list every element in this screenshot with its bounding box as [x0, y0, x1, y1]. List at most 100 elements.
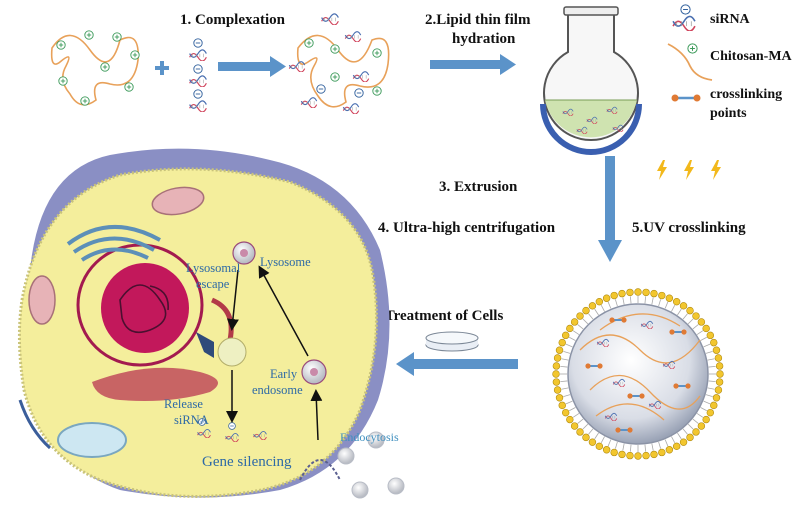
lipid-head: [642, 288, 650, 297]
lipid-tail: [700, 336, 707, 341]
lipid-tail: [600, 436, 605, 443]
lipid-tail: [703, 400, 711, 405]
label-early: Early: [270, 367, 298, 381]
lipid-head: [618, 450, 626, 459]
lipid-tail: [588, 428, 594, 435]
lipid-head: [712, 394, 721, 402]
petri-dish-icon: [425, 331, 479, 352]
arrow-hydration: [430, 54, 516, 75]
lipid-head: [588, 438, 597, 446]
label-release: Release: [164, 397, 203, 411]
lipid-head: [555, 346, 564, 354]
lipid-head: [672, 297, 681, 306]
free-sirna-group: [188, 38, 208, 112]
lipid-tail: [651, 297, 654, 305]
lipid-head: [561, 408, 570, 417]
lipid-tail: [664, 439, 669, 447]
step-hydration-line2: hydration: [452, 31, 516, 47]
arrow-complexation: [218, 56, 286, 77]
label-gene-silencing: Gene silencing: [202, 454, 292, 470]
lipid-head: [650, 450, 658, 459]
legend-crosslink-line2: points: [710, 106, 747, 121]
lipid-tail: [707, 387, 715, 390]
lipid-head: [552, 362, 561, 370]
lipid-tail: [614, 299, 618, 307]
lipid-head: [626, 451, 634, 460]
lipid-head: [570, 318, 579, 326]
lipid-tail: [664, 301, 669, 309]
lipid-head: [686, 433, 694, 442]
lipid-head: [702, 324, 710, 333]
lipid-head: [610, 291, 618, 300]
lipid-head: [595, 297, 604, 306]
lipid-head: [552, 378, 561, 386]
lightning-icon: [657, 160, 721, 180]
label-endocytosis: Endocytosis: [340, 430, 399, 444]
lipid-head: [712, 346, 721, 354]
lipid-tail: [671, 436, 676, 443]
lipid-tail: [644, 296, 647, 304]
lipid-tail: [677, 432, 682, 440]
lipid-head: [697, 318, 706, 326]
lipid-head: [697, 422, 706, 430]
lipid-head: [582, 433, 590, 442]
lipid-head: [692, 312, 700, 320]
lipid-head: [658, 291, 666, 300]
lipid-head: [672, 442, 681, 451]
lipid-tail: [692, 324, 699, 330]
step-complexation: 1. Complexation: [180, 12, 286, 28]
lipid-head: [714, 354, 723, 362]
lipid-head: [555, 394, 564, 402]
lipid-head: [710, 401, 718, 410]
lipid-head: [566, 415, 574, 424]
lipid-head: [634, 288, 642, 296]
plus-icon: [155, 61, 169, 75]
lipid-tail: [629, 444, 632, 452]
lipid-head: [602, 294, 611, 302]
lipid-head: [706, 331, 715, 340]
lipid-tail: [687, 318, 694, 325]
lipid-tail: [705, 350, 713, 354]
lipid-tail: [561, 387, 569, 390]
legend-sirna: siRNA: [710, 12, 751, 27]
lipid-tail: [700, 407, 707, 412]
legend-crosslink-line1: crosslinking: [710, 87, 782, 102]
lipid-tail: [569, 407, 576, 412]
lipid-tail: [658, 299, 662, 307]
lipid-head: [702, 415, 710, 424]
lipid-head: [679, 302, 688, 310]
lipid-head: [679, 438, 688, 446]
lipid-head: [710, 338, 718, 347]
lipid-tail: [563, 350, 571, 354]
lipid-tail: [682, 313, 688, 320]
lipid-tail: [600, 305, 605, 312]
lipid-head: [642, 451, 650, 460]
label-lysosome: Lysosome: [260, 255, 311, 269]
lipid-head: [553, 386, 562, 394]
lipid-tail: [572, 330, 580, 335]
label-release-sirna: siRNA: [174, 413, 209, 427]
lipid-tail: [629, 296, 632, 304]
chitosan-polymer: [50, 30, 140, 106]
lipid-head: [602, 446, 611, 454]
lipid-tail: [682, 428, 688, 435]
step-hydration-line1: 2.Lipid thin film: [425, 12, 531, 28]
lipid-head: [552, 370, 560, 378]
lipid-tail: [622, 443, 625, 451]
lipid-head: [588, 302, 597, 310]
lipid-head: [566, 324, 574, 333]
lipid-tail: [577, 418, 584, 424]
lipid-tail: [658, 441, 662, 449]
complex-polyplex: [288, 13, 390, 114]
lipid-tail: [705, 394, 713, 398]
lipid-tail: [577, 324, 584, 330]
lipid-tail: [671, 305, 676, 312]
lipid-tail: [560, 380, 568, 383]
lipid-head: [706, 408, 715, 417]
lipid-head: [558, 338, 566, 347]
lipid-head: [576, 312, 584, 320]
lipid-head: [692, 428, 700, 436]
label-lysosomal: Lysosomal: [186, 261, 241, 275]
label-endosome: endosome: [252, 383, 303, 397]
